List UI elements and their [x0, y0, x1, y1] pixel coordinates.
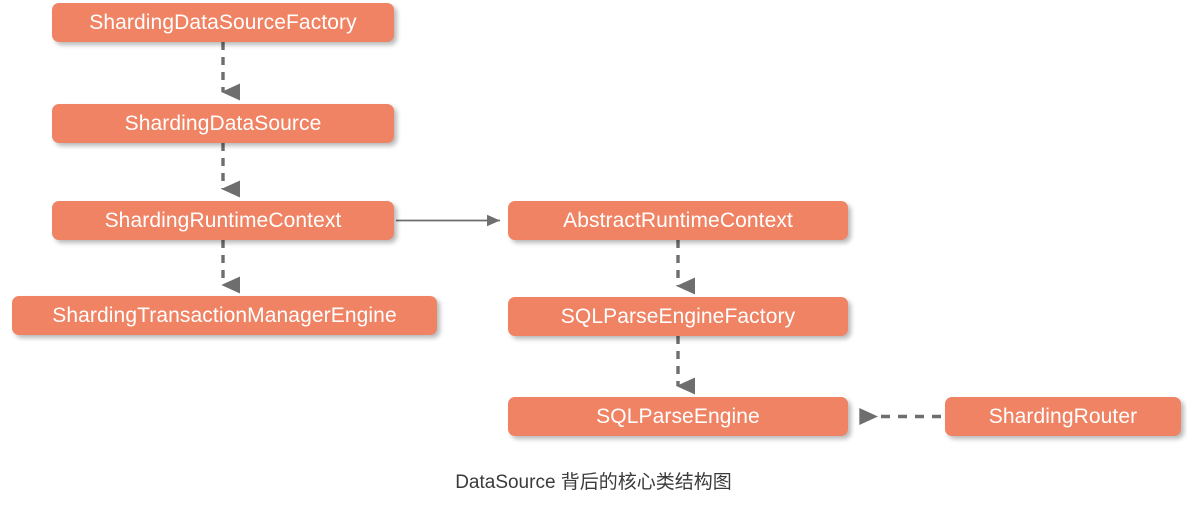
node-sharding-data-source[interactable]: ShardingDataSource: [52, 104, 394, 143]
node-sql-parse-engine[interactable]: SQLParseEngine: [508, 397, 848, 436]
node-sharding-data-source-factory[interactable]: ShardingDataSourceFactory: [52, 3, 394, 42]
node-label: ShardingTransactionManagerEngine: [52, 303, 397, 327]
diagram-caption: DataSource 背后的核心类结构图: [455, 472, 732, 493]
node-label: SQLParseEngine: [596, 404, 760, 428]
node-label: ShardingDataSourceFactory: [89, 10, 357, 34]
node-label: ShardingDataSource: [124, 111, 322, 135]
node-sharding-transaction-manager-engine[interactable]: ShardingTransactionManagerEngine: [12, 296, 437, 335]
node-sql-parse-engine-factory[interactable]: SQLParseEngineFactory: [508, 297, 848, 336]
node-sharding-router[interactable]: ShardingRouter: [945, 397, 1181, 436]
node-label: ShardingRouter: [988, 404, 1138, 428]
node-label: SQLParseEngineFactory: [560, 304, 796, 328]
node-label: AbstractRuntimeContext: [563, 208, 793, 232]
node-label: ShardingRuntimeContext: [104, 208, 342, 232]
node-abstract-runtime-context[interactable]: AbstractRuntimeContext: [508, 201, 848, 240]
node-sharding-runtime-context[interactable]: ShardingRuntimeContext: [52, 201, 394, 240]
